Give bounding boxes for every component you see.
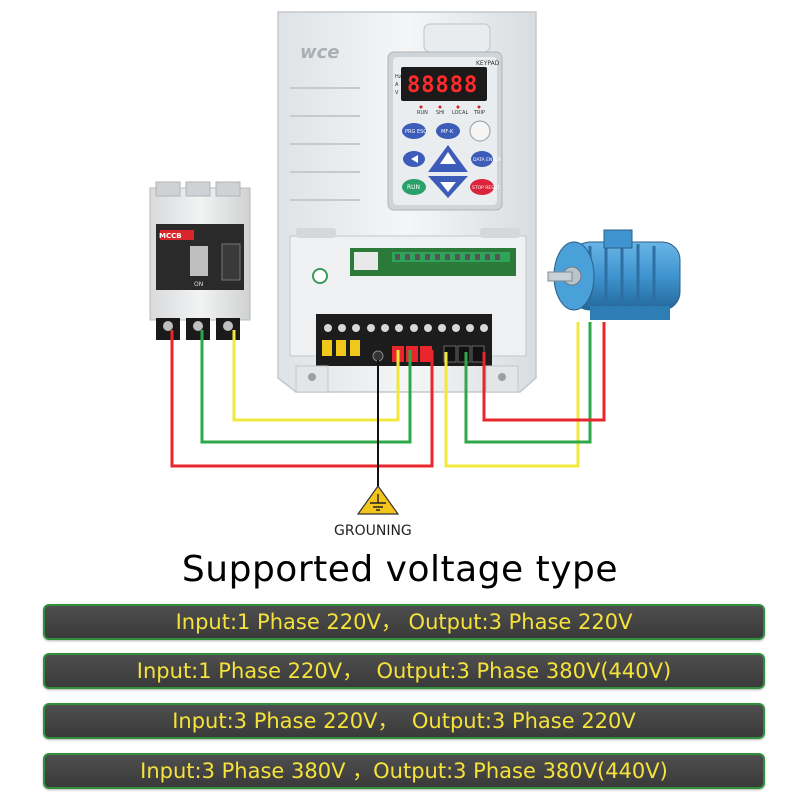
brand-logo: wce: [300, 42, 340, 63]
status-led-trip: TRIP: [473, 110, 485, 116]
voltage-option-4: Input:3 Phase 380V ，Output:3 Phase 380V(…: [43, 753, 765, 789]
stop-reset-key[interactable]: [470, 179, 494, 195]
unit-led-v: V: [395, 90, 399, 96]
input-wire-green: [200, 330, 412, 444]
unit-led-a: A: [395, 82, 399, 88]
breaker-on-label: ON: [194, 281, 203, 288]
voltage-option-2: Input:1 Phase 220V， Output:3 Phase 380V(…: [43, 653, 765, 689]
svg-text:DATA ENTER: DATA ENTER: [473, 157, 501, 163]
inverter: wce KEYPAD 88888 Hz A V RUN SHI LOCAL TR…: [277, 11, 537, 393]
led-display: 88888: [407, 73, 478, 98]
status-led-local: LOCAL: [452, 110, 468, 116]
wires: [170, 322, 606, 490]
voltage-option-3: Input:3 Phase 220V， Output:3 Phase 220V: [43, 703, 765, 739]
svg-text:MF-K: MF-K: [441, 129, 454, 135]
wiring-diagram: wce KEYPAD 88888 Hz A V RUN SHI LOCAL TR…: [149, 11, 681, 539]
output-wire-green: [464, 322, 592, 444]
power-terminal-strip: [316, 314, 492, 366]
input-wire-red: [170, 330, 434, 468]
prg-esc-key[interactable]: [402, 123, 426, 139]
output-wire-red: [482, 322, 606, 422]
ground-label: GROUNING: [334, 523, 412, 539]
page-title: Supported voltage type: [181, 549, 619, 590]
status-led-run: RUN: [417, 110, 428, 116]
keypad: KEYPAD 88888 Hz A V RUN SHI LOCAL TRIP P…: [387, 51, 503, 211]
data-enter-key[interactable]: [471, 151, 493, 167]
speed-knob[interactable]: [469, 120, 491, 142]
breaker-toggle[interactable]: [190, 246, 208, 276]
control-terminal-board: [350, 248, 516, 276]
svg-text:PRG ESC: PRG ESC: [405, 129, 427, 135]
voltage-option-1: Input:1 Phase 220V， Output:3 Phase 220V: [43, 604, 765, 640]
svg-text:RUN: RUN: [407, 184, 420, 191]
motor: [547, 229, 681, 320]
keypad-label: KEYPAD: [476, 60, 500, 67]
mf-k-key[interactable]: [436, 123, 460, 139]
breaker-label: MCCB: [159, 232, 182, 240]
ground-symbol-icon: [356, 484, 400, 515]
circuit-breaker: MCCB ON: [149, 181, 251, 340]
status-led-shi: SHI: [436, 110, 444, 116]
svg-text:STOP RESET: STOP RESET: [472, 185, 500, 191]
unit-led-hz: Hz: [395, 74, 402, 80]
output-wire-yellow: [444, 322, 580, 468]
input-wire-yellow: [232, 330, 400, 422]
run-key[interactable]: [402, 179, 426, 195]
